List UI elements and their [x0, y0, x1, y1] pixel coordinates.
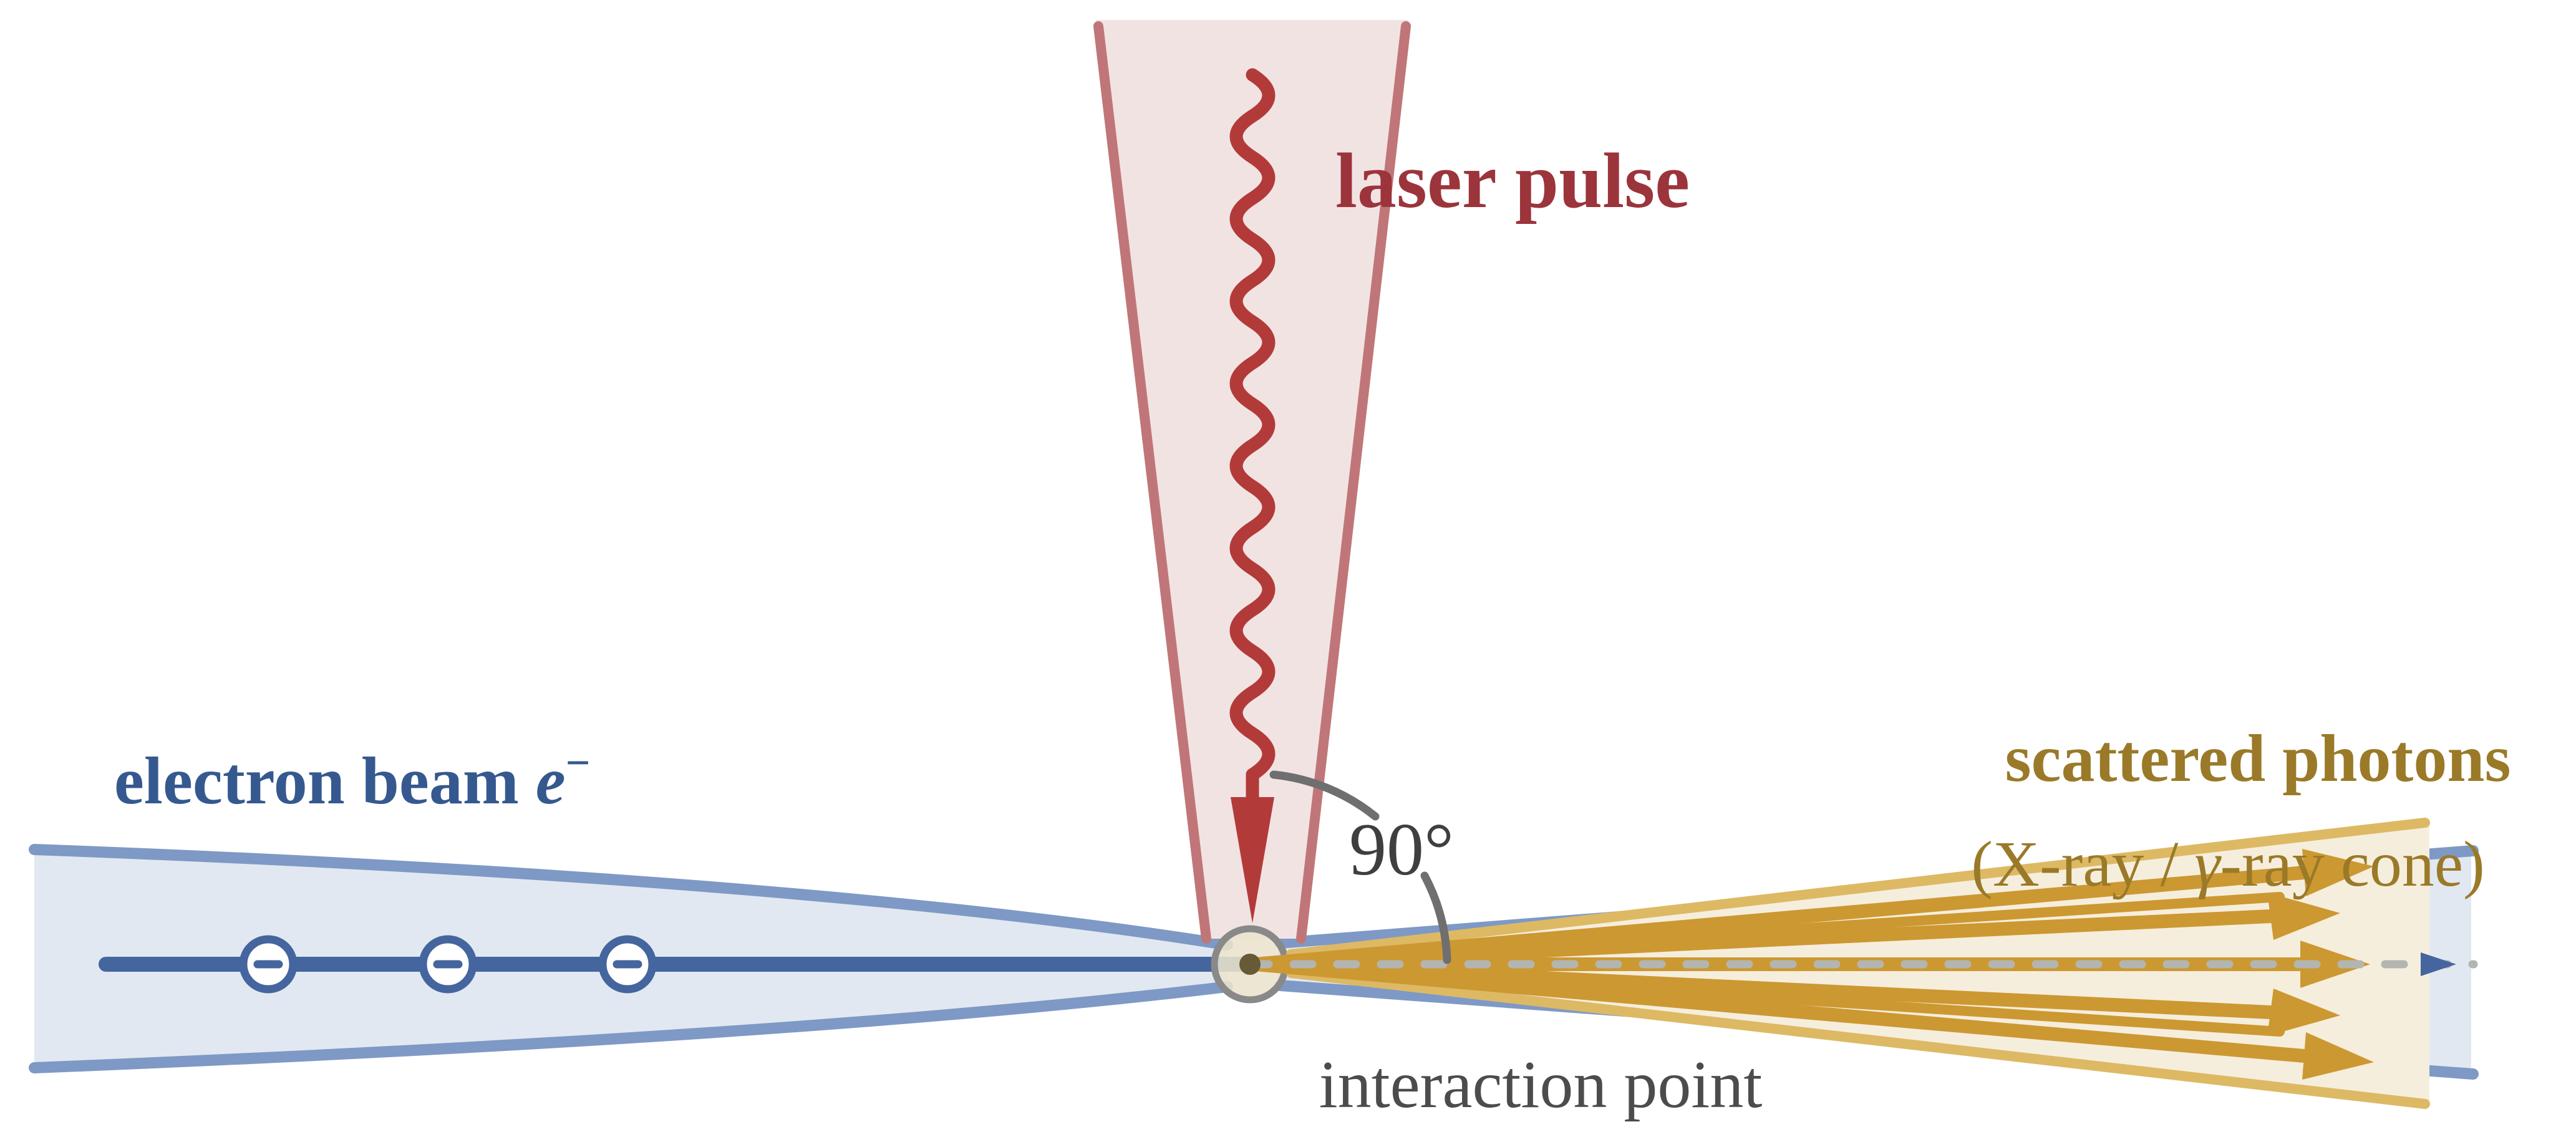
photon-ray-arrowhead [2302, 849, 2374, 896]
gamma-symbol: γ [2194, 828, 2222, 900]
interaction-point-label: interaction point [1319, 1048, 1763, 1122]
electron-minus-sign [613, 960, 642, 969]
angle-label: 90° [1349, 808, 1454, 891]
electron-symbol: e [536, 744, 566, 818]
photon-ray-arrowhead [2302, 1032, 2374, 1080]
angle-annotation: 90° [1269, 770, 1454, 964]
electron-beam [99, 935, 1257, 994]
laser-pulse-label: laser pulse [1335, 138, 1690, 225]
interaction-point-dot [1239, 954, 1261, 975]
photon-ray [1248, 957, 2311, 1063]
beam-axis [1246, 952, 2478, 976]
electron-icon [598, 935, 657, 994]
laser-cone-left-edge [1093, 21, 1211, 944]
electron-envelope-left-top-border [29, 844, 1233, 951]
angle-arc-lower [1420, 871, 1451, 964]
photon-cone-top-border [1286, 818, 2430, 959]
beam-axis-arrowhead [2421, 952, 2456, 976]
electron-beam-label-main: electron beam [114, 744, 536, 818]
sublabel-post: -ray cone) [2220, 828, 2484, 900]
angle-arc-upper [1269, 770, 1380, 821]
photon-ray [1248, 909, 2277, 971]
laser-photon-wavy-arrow [1229, 68, 1276, 807]
photon-ray-arrowhead [2300, 941, 2370, 988]
scattered-photons-sublabel: (X-ray / γ-ray cone) [1971, 828, 2484, 900]
electron-minus-sign [253, 960, 283, 969]
photon-ray-arrowhead [2267, 893, 2340, 940]
photon-ray [1248, 866, 2311, 971]
photon-ray-arrowhead [2267, 989, 2340, 1036]
electron-beam-label: electron beam e− [114, 739, 591, 818]
electron-icon [419, 935, 477, 994]
electron-minus-sign [433, 960, 463, 969]
electron-superscript-minus: − [566, 739, 591, 787]
laser-photon-arrowhead [1231, 797, 1274, 923]
photon-cone-bottom-border [1286, 968, 2430, 1109]
electron-envelope-left-bottom-border [29, 981, 1233, 1073]
sublabel-pre: (X-ray / [1971, 828, 2194, 900]
scattered-photons-label: scattered photons [2005, 722, 2511, 796]
electron-icon [239, 935, 298, 994]
